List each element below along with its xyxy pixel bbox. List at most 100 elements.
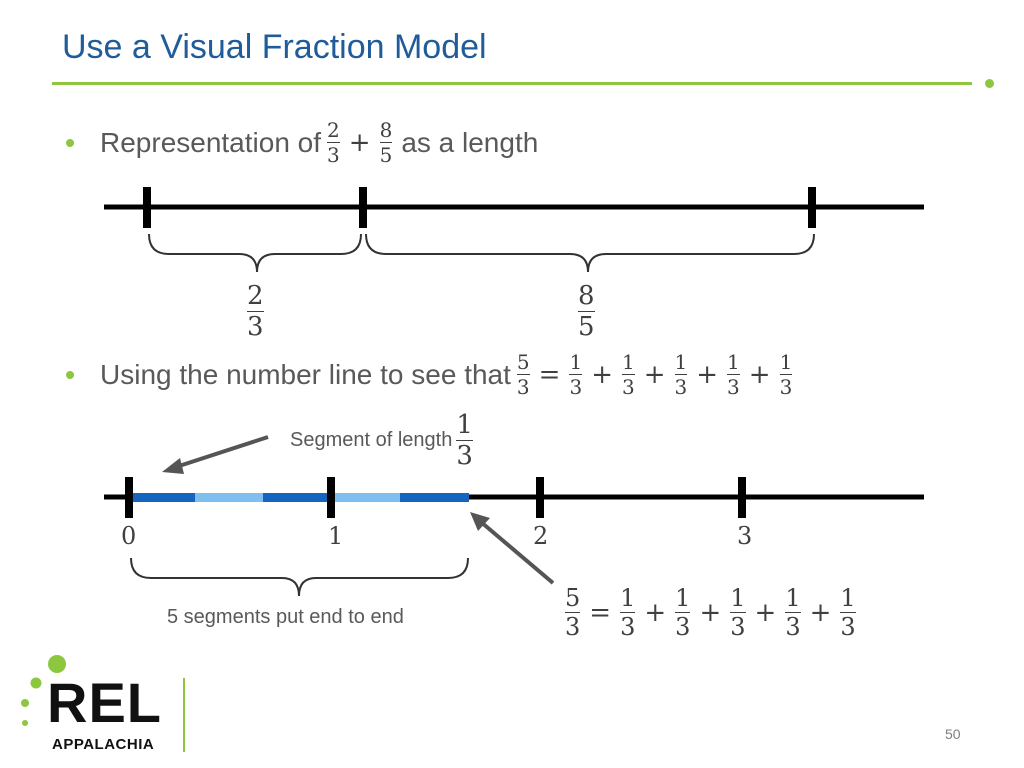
fraction-two-thirds: 2 3 xyxy=(327,120,340,165)
segment-one-third xyxy=(195,493,263,502)
title-divider xyxy=(52,82,972,85)
brace-caption: 5 segments put end to end xyxy=(167,606,404,628)
numerator: 1 xyxy=(569,350,583,374)
numerator: 1 xyxy=(779,350,793,374)
denominator: 3 xyxy=(620,613,636,641)
divider-dot xyxy=(985,79,994,88)
bullet-dot xyxy=(66,370,74,379)
numerator: 1 xyxy=(840,584,856,612)
label-eight-fifths: 8 5 xyxy=(578,283,595,340)
brace-five-segments xyxy=(130,557,469,597)
logo-dot xyxy=(48,655,66,673)
fraction-eight-fifths: 8 5 xyxy=(379,118,393,167)
segment-caption: Segment of length 1 3 xyxy=(290,412,476,469)
label-two-thirds: 2 3 xyxy=(247,283,264,340)
plus-operator: + xyxy=(348,127,371,158)
numerator: 8 xyxy=(379,118,393,142)
brace-eight-fifths xyxy=(365,233,815,273)
plus-operator: + xyxy=(754,597,777,628)
denominator: 3 xyxy=(516,375,530,399)
tick-label-1: 1 xyxy=(328,522,344,550)
denominator: 3 xyxy=(569,375,583,399)
denominator: 3 xyxy=(730,613,746,641)
bullet-dot xyxy=(66,138,74,147)
denominator: 3 xyxy=(674,375,688,399)
plus-operator: + xyxy=(643,359,666,390)
numerator: 2 xyxy=(327,118,340,142)
numerator: 8 xyxy=(578,281,595,311)
plus-operator: + xyxy=(699,597,722,628)
plus-operator: + xyxy=(696,359,719,390)
tick-label-3: 3 xyxy=(737,522,753,550)
tick-label-0: 0 xyxy=(121,522,137,550)
logo-dot xyxy=(22,720,28,726)
plus-operator: + xyxy=(591,359,613,390)
logo-dot xyxy=(21,699,29,707)
numerator: 1 xyxy=(456,410,473,440)
denominator: 3 xyxy=(840,613,856,641)
equals-sign: = xyxy=(589,597,612,628)
segment-one-third xyxy=(263,493,331,502)
numerator: 1 xyxy=(620,584,636,612)
segment-one-third xyxy=(331,493,400,502)
numerator: 1 xyxy=(727,350,740,374)
numerator: 5 xyxy=(516,350,530,374)
bullet-1: Representation of 2 3 + 8 5 as a length xyxy=(66,120,538,165)
pointer-arrow-segment xyxy=(175,435,269,469)
denominator: 3 xyxy=(675,613,691,641)
denominator: 3 xyxy=(785,613,801,641)
segment-one-third xyxy=(129,493,195,502)
page-number: 50 xyxy=(945,726,961,742)
plus-operator: + xyxy=(748,359,771,390)
numerator: 1 xyxy=(730,584,746,612)
numerator: 1 xyxy=(675,584,691,612)
plus-operator: + xyxy=(644,597,667,628)
numerator: 1 xyxy=(785,584,801,612)
bullet-1-suffix: as a length xyxy=(401,126,539,158)
logo-appalachia: APPALACHIA xyxy=(52,736,155,753)
plus-operator: + xyxy=(809,597,832,628)
slide-title: Use a Visual Fraction Model xyxy=(62,28,487,66)
bullet-1-prefix: Representation of xyxy=(100,126,322,158)
numerator: 5 xyxy=(565,584,581,612)
denominator: 3 xyxy=(247,312,264,342)
arrow-head xyxy=(162,458,184,474)
bullet-2-prefix: Using the number line to see that xyxy=(100,358,511,390)
fraction-one-third: 1 3 xyxy=(456,412,473,469)
segment-caption-text: Segment of length xyxy=(290,429,453,451)
denominator: 3 xyxy=(456,441,473,471)
denominator: 3 xyxy=(727,375,740,399)
segment-one-third xyxy=(400,493,469,502)
numerator: 1 xyxy=(621,350,635,374)
denominator: 3 xyxy=(621,375,635,399)
pointer-arrow-five-thirds xyxy=(479,520,555,585)
logo-rel: REL xyxy=(47,671,162,734)
equals-sign: = xyxy=(538,359,561,390)
numerator: 2 xyxy=(247,281,264,311)
denominator: 3 xyxy=(779,375,793,399)
tick-label-2: 2 xyxy=(533,522,549,550)
numerator: 1 xyxy=(674,350,688,374)
brace-two-thirds xyxy=(148,233,362,273)
denominator: 5 xyxy=(379,143,393,167)
denominator: 3 xyxy=(327,143,340,167)
denominator: 5 xyxy=(578,312,595,342)
denominator: 3 xyxy=(565,613,581,641)
arrow-head xyxy=(470,512,490,531)
logo-dot xyxy=(30,677,42,689)
